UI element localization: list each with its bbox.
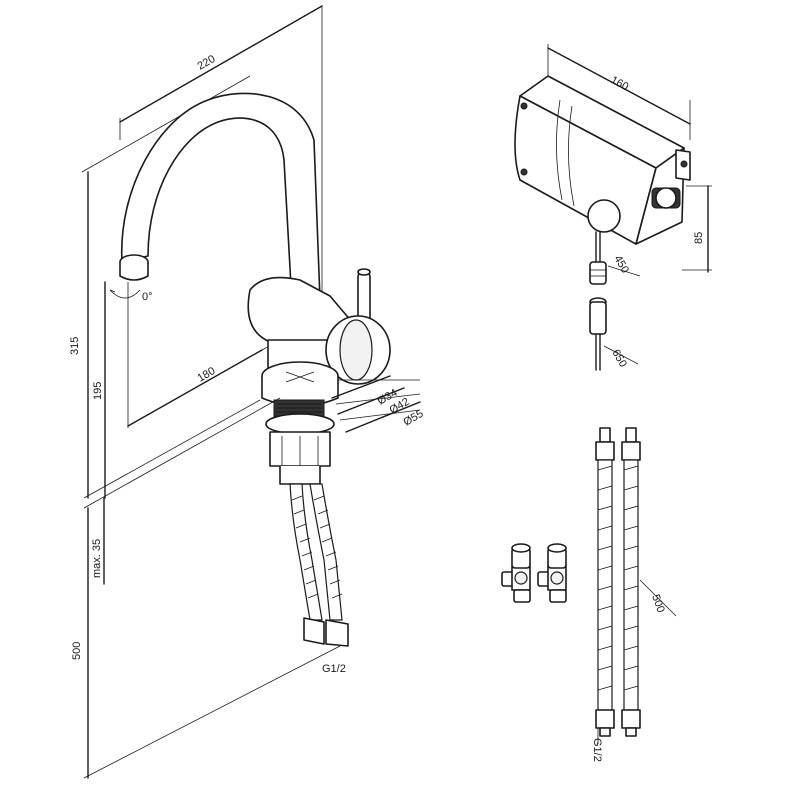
control-box: 160 85 [514,44,712,371]
dimension-cable2-label: 650 [609,348,629,370]
spare-hose-right [621,427,641,737]
angle-valve-right [537,543,567,603]
dimension-faucet-hose: 500 G1/2 [71,507,346,779]
dimension-spare-hose-label: 500 [649,593,667,614]
faucet-spout [119,92,321,305]
counter-top-dimension: max. 35 [83,397,281,585]
thread-label-faucet: G1/2 [322,663,346,675]
faucet: 220 315 195 180 0° [69,5,426,779]
dimension-box-height: 85 [682,185,712,273]
faucet-base [261,361,339,407]
dimension-spout-height-label: 195 [92,382,104,400]
swivel-indicator: 0° [109,289,153,303]
spare-hose-thread: G1/2 [591,728,603,762]
dimension-faucet-hose-label: 500 [71,642,83,660]
swivel-angle-label: 0° [142,291,153,303]
dimension-handle-reach-label: 180 [196,365,218,385]
spare-hoses: 500 G1/2 [591,427,677,762]
angle-valves [501,543,567,603]
box-connector [651,187,681,209]
dimension-height-label: 315 [69,337,81,355]
thread-label-spare: G1/2 [591,738,603,762]
dimension-spare-hose: 500 [639,579,677,617]
dimension-counter-label: max. 35 [91,539,103,578]
faucet-hoses [289,483,349,647]
dimension-spout-height: 195 [92,281,106,499]
dimension-box-height-label: 85 [693,232,705,244]
lever-handle[interactable] [325,268,391,385]
angle-valve-left [501,543,531,603]
mounting-assembly [265,399,335,485]
dimension-diameters: Ø34 Ø42 Ø55 [331,375,426,433]
dimension-d55-label: Ø55 [402,408,426,429]
dimension-reach-label: 220 [196,53,218,73]
spare-hose-left [595,427,615,737]
dimension-height: 315 [69,75,261,499]
